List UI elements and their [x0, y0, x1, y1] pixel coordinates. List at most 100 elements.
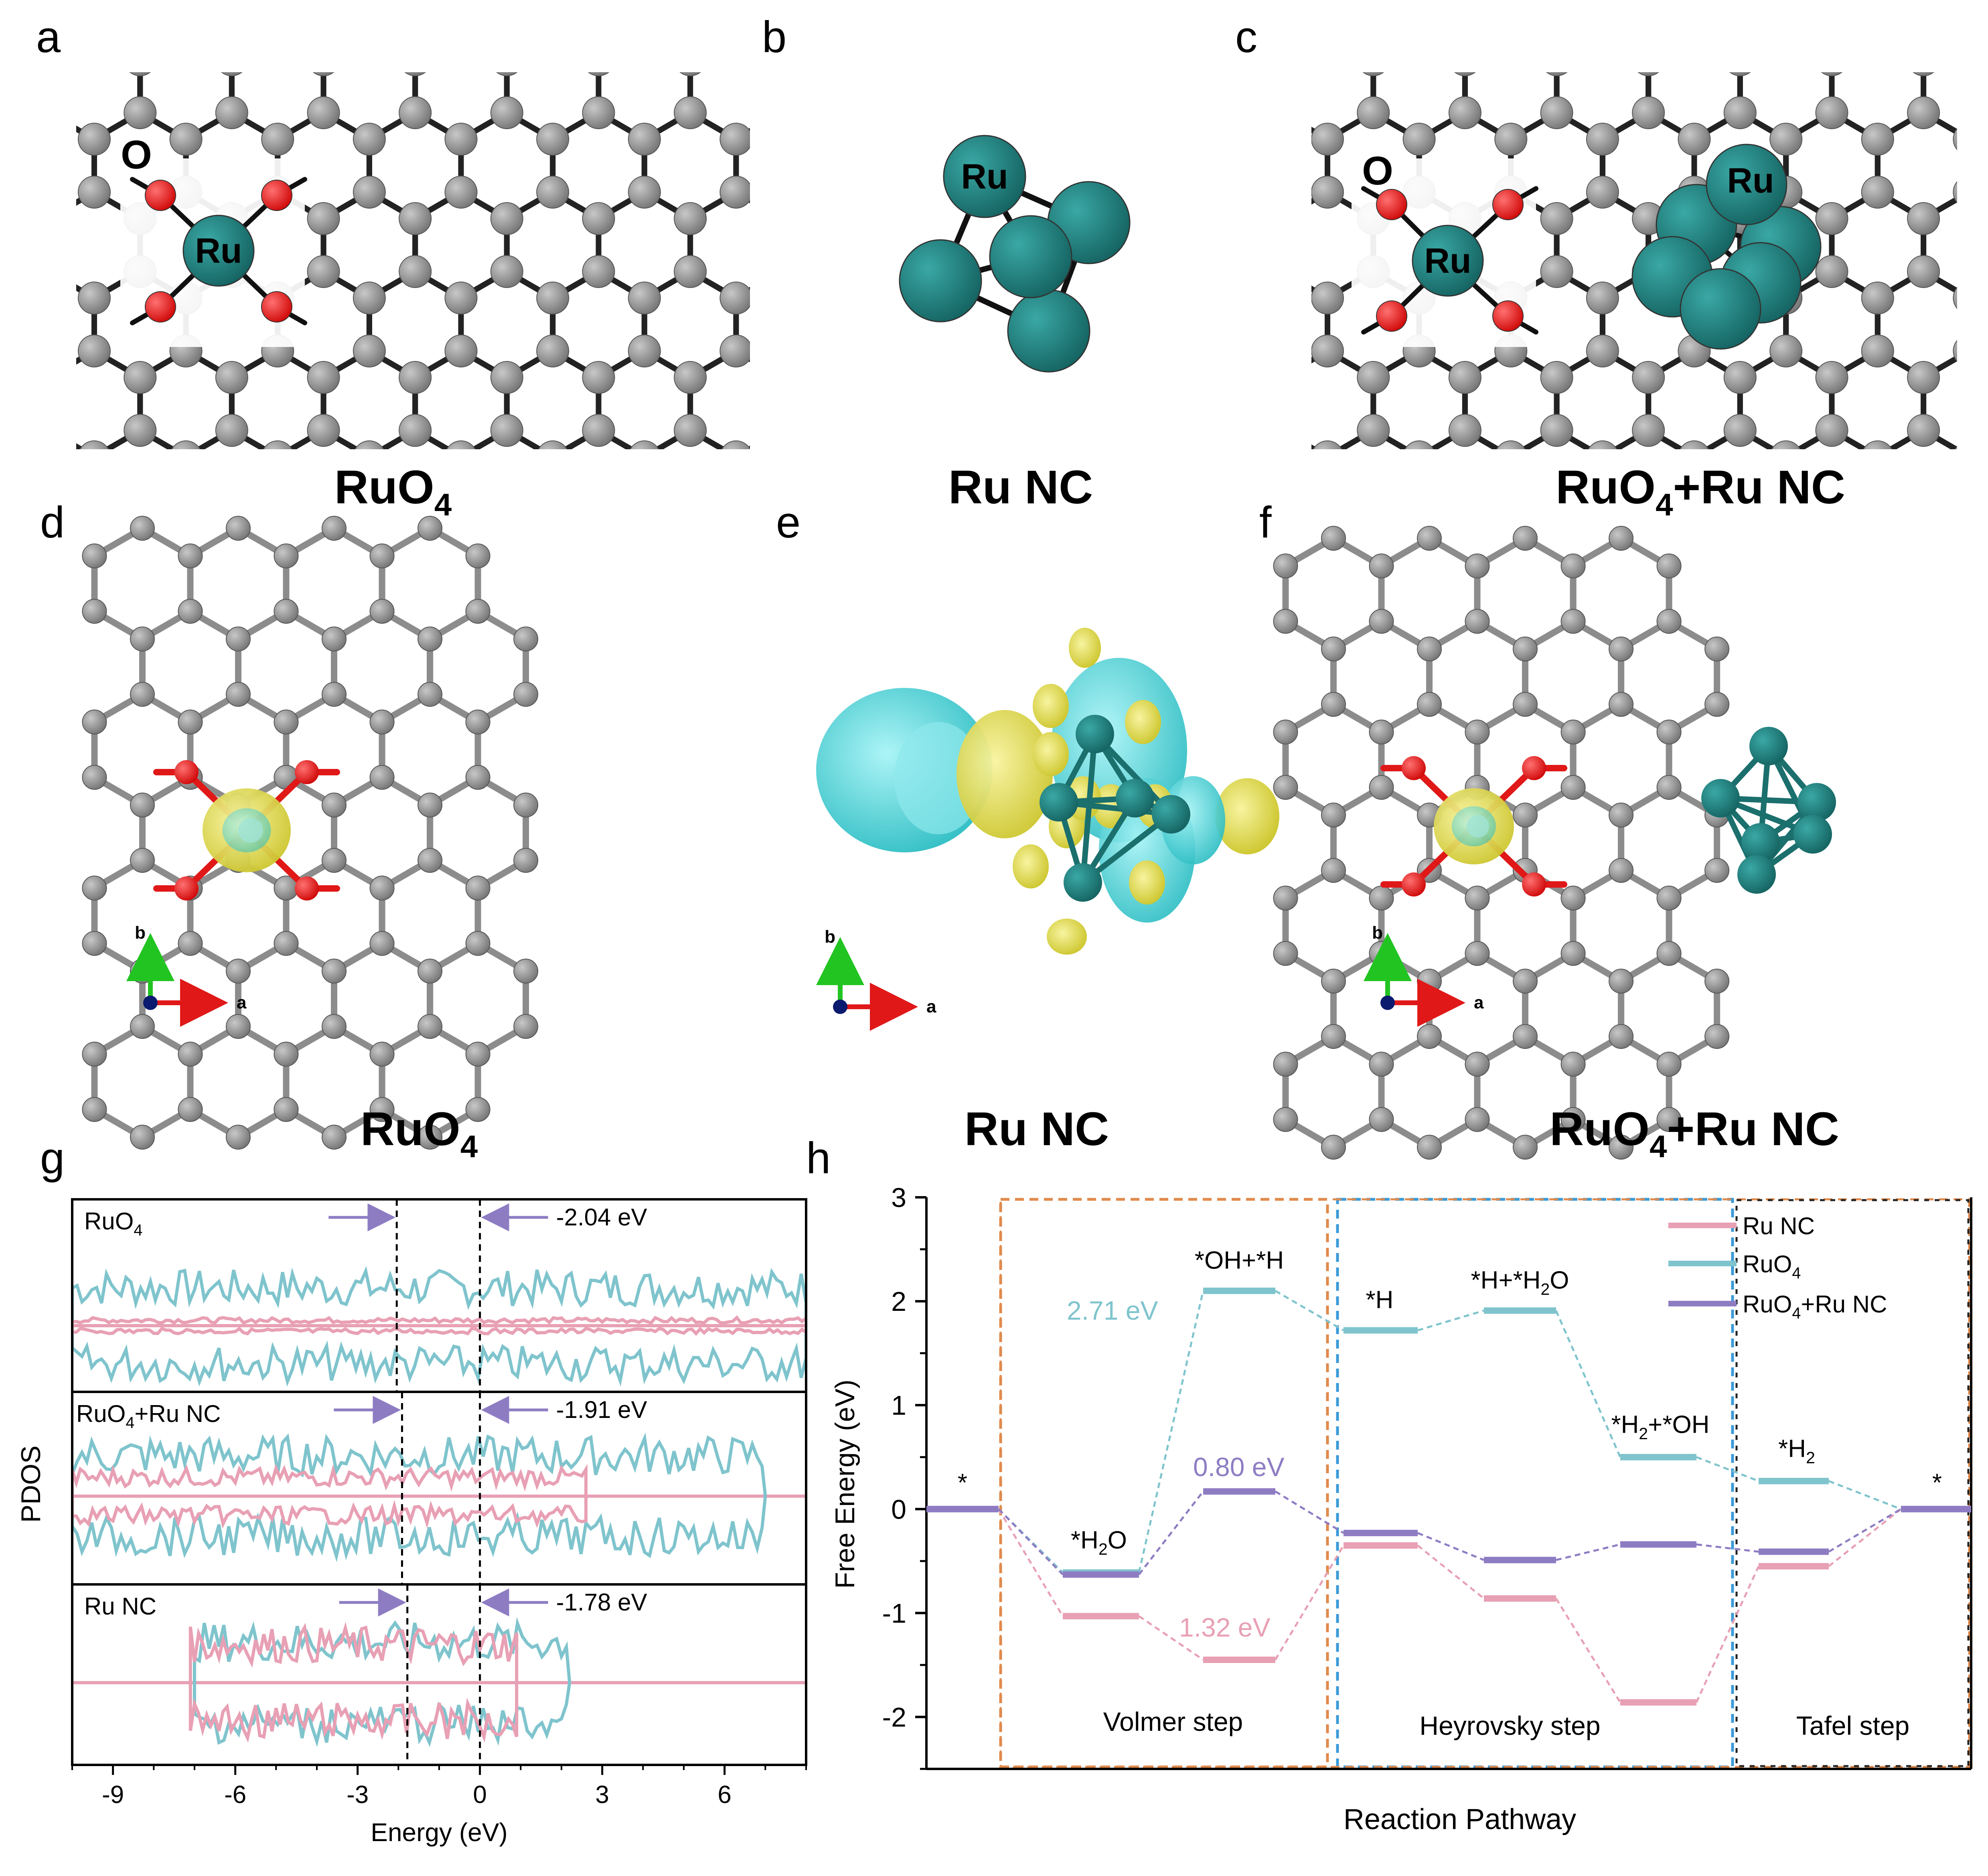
c-c-bond [736, 510, 782, 536]
oxygen-atom [174, 876, 199, 900]
carbon-atom [1680, 440, 1709, 449]
carbon-atom [129, 72, 151, 76]
c-c-bond [873, 589, 919, 616]
c-c-bond [873, 113, 919, 139]
pdos-curve-ru-nc-spin-up [72, 1315, 806, 1326]
c-c-bond [1969, 272, 1988, 298]
carbon-atom [857, 520, 890, 552]
c-c-bond [873, 510, 919, 536]
carbon-atom [1546, 72, 1568, 76]
carbon-atom [322, 516, 347, 541]
carbon-atom [1540, 414, 1573, 447]
c-c-bond [1740, 589, 1786, 616]
c-c-bond [828, 351, 873, 377]
carbon-atom [1357, 96, 1390, 129]
carbon-atom [904, 441, 936, 473]
carbon-atom [263, 440, 292, 449]
charge-accumulation-yellow [1129, 860, 1165, 905]
carbon-atom [78, 123, 111, 156]
panel-letter-f: f [1259, 498, 1272, 547]
carbon-atom [1953, 181, 1957, 203]
oxygen-atom [145, 180, 176, 211]
panel-letter-h: h [806, 1134, 831, 1183]
caption-c: RuO4+Ru NC [1556, 461, 1845, 522]
c-c-bond [1923, 510, 1969, 536]
carbon-atom [857, 97, 890, 129]
lattice-atoms [1273, 526, 1730, 1160]
carbon-atom [720, 17, 752, 49]
carbon-atom [322, 1125, 347, 1150]
carbon-atom [78, 282, 111, 314]
pdos-curve-ruo4-spin-down [193, 1682, 571, 1747]
c-c-bond [1465, 510, 1511, 536]
c-c-bond [1969, 192, 1988, 219]
c-c-bond [873, 192, 919, 219]
carbon-atom [766, 203, 798, 235]
carbon-atom [536, 176, 569, 209]
carbon-atom [1678, 17, 1710, 49]
c-c-bond [232, 33, 278, 60]
oxygen-atom [1522, 756, 1546, 780]
carbon-atom [491, 573, 523, 605]
c-c-bond [507, 589, 553, 616]
c-c-bond [1327, 589, 1373, 616]
carbon-atom [1723, 96, 1757, 129]
carbon-atom [1907, 96, 1940, 129]
c-c-bond [782, 272, 828, 298]
connector-line [1555, 1598, 1621, 1703]
pdos-subpanel [72, 1432, 806, 1562]
carbon-atom [178, 599, 203, 624]
pdos-curve-ru-nc-spin-up [188, 1622, 519, 1683]
caption-f: RuO4+Ru NC [1550, 1103, 1839, 1164]
c-c-bond [1878, 510, 1923, 536]
carbon-atom [417, 793, 443, 817]
c-c-bond [828, 192, 873, 219]
x-tick-label: -6 [224, 1781, 246, 1809]
carbon-atom [904, 494, 936, 526]
connector-line [1696, 1543, 1759, 1553]
carbon-atom [812, 494, 844, 526]
structure-ru-nc-panel: Ru [899, 135, 1131, 373]
carbon-atom [1861, 282, 1894, 314]
x-axis-label: Reaction Pathway [1344, 1803, 1576, 1835]
carbon-atom [674, 414, 707, 447]
pdos-subpanel-frame [71, 1583, 807, 1766]
carbon-atom [82, 1042, 107, 1067]
c-c-bond [1969, 589, 1988, 616]
carbon-atom [1953, 340, 1957, 362]
c-c-bond [828, 192, 873, 219]
panel-letter-e: e [776, 498, 800, 547]
c-c-bond [1878, 669, 1923, 695]
carbon-atom [1815, 361, 1848, 394]
ru-nc-atom [1076, 715, 1114, 753]
legend-label: Ru NC [1743, 1213, 1815, 1239]
carbon-atom [353, 653, 385, 685]
graphene-lattice [1311, 17, 1988, 695]
ru-label: Ru [195, 231, 242, 270]
caption-e: Ru NC [965, 1103, 1109, 1156]
c-c-bond [1694, 589, 1740, 616]
carbon-atom [465, 876, 490, 900]
carbon-atom [1723, 361, 1757, 394]
carbon-atom [178, 710, 203, 734]
carbon-atom [674, 202, 707, 235]
c-c-bond [1923, 510, 1969, 536]
carbon-atom [215, 96, 248, 129]
carbon-atom [582, 202, 615, 235]
carbon-atom [1704, 1024, 1730, 1049]
oxygen-atom [261, 180, 292, 211]
carbon-atom [79, 440, 109, 449]
c-c-bond [1557, 669, 1603, 695]
c-c-bond [782, 589, 828, 616]
oxygen-atom [1492, 189, 1524, 220]
y-tick-label: -2 [882, 1702, 906, 1732]
carbon-atom [124, 96, 157, 129]
c-c-bond [1878, 589, 1923, 616]
connector-line [1275, 1290, 1344, 1331]
carbon-atom [1513, 1135, 1538, 1160]
c-c-bond [599, 510, 644, 536]
y-tick-label: -1 [882, 1598, 906, 1629]
connector-line [1828, 1508, 1902, 1567]
